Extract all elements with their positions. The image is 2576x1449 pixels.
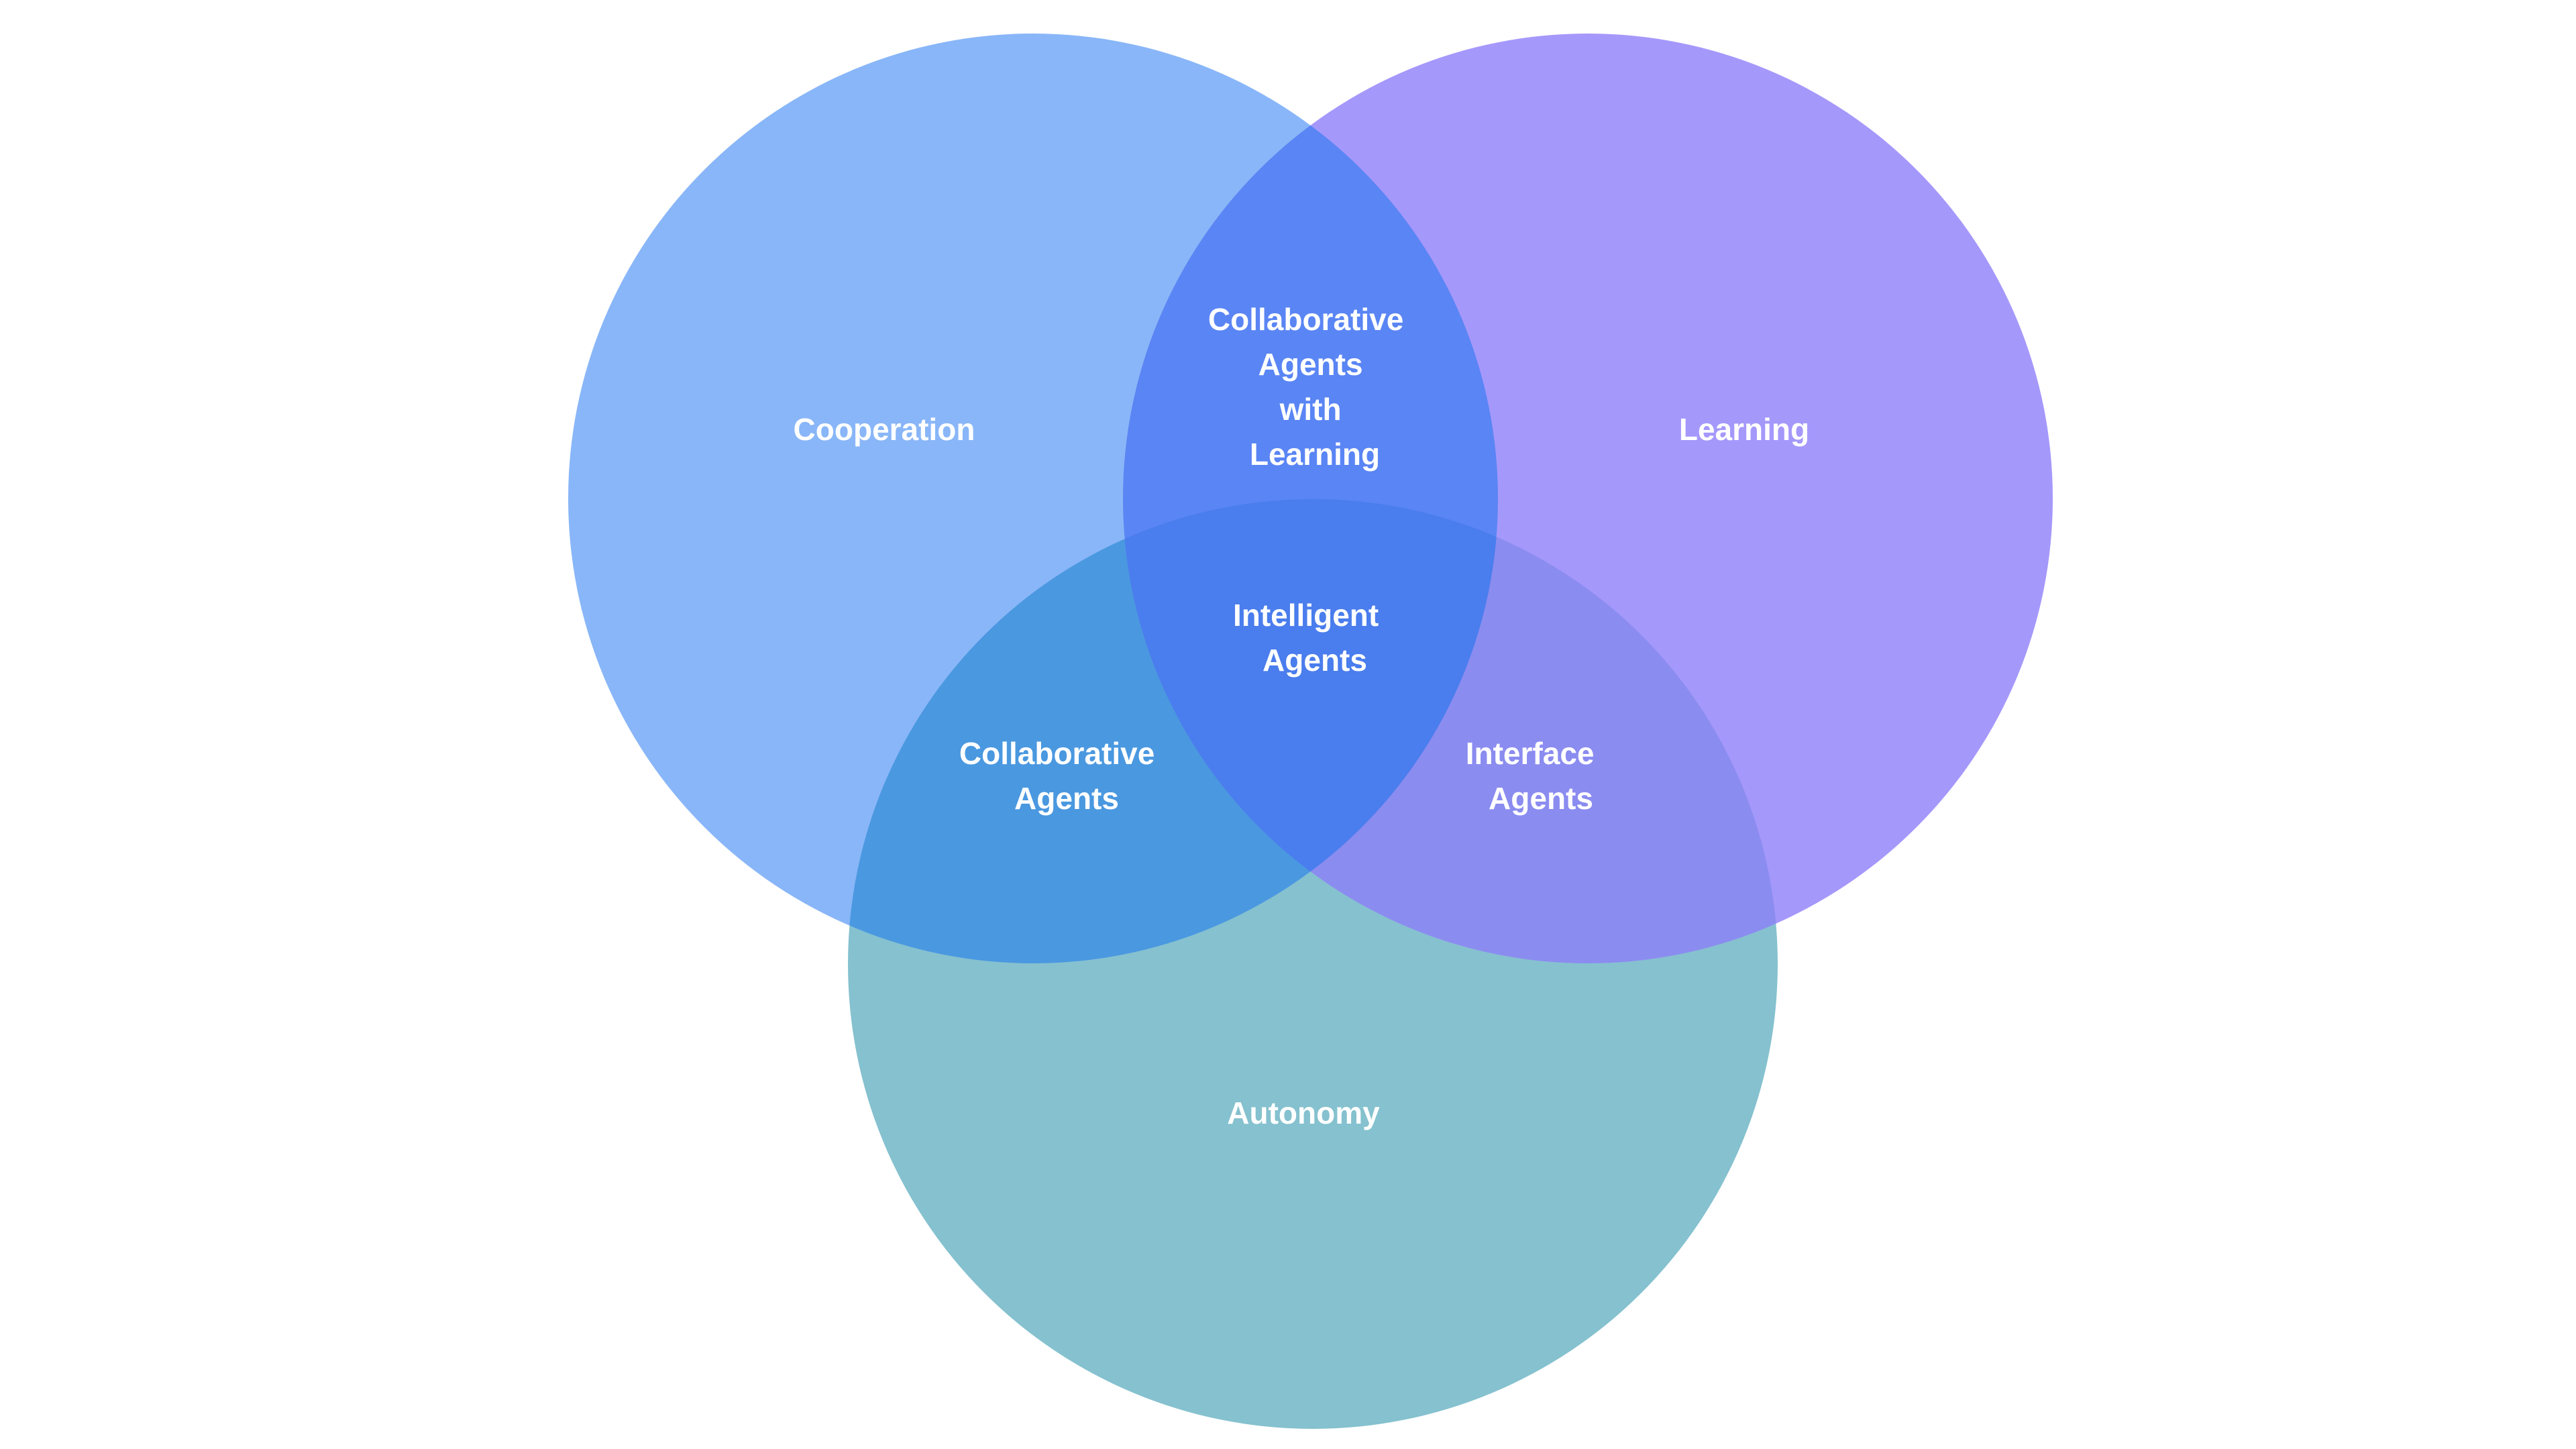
label-autonomy: Autonomy [1227,1095,1380,1130]
label-collaborative-agents-with-learning: Collaborative Agents with Learning [1208,302,1412,472]
label-collaborative-agents: Collaborative Agents [959,736,1163,816]
label-cooperation: Cooperation [794,412,975,447]
label-intelligent-agents: Intelligent Agents [1233,598,1387,678]
overlap-learning-autonomy [1123,499,1778,963]
label-learning: Learning [1679,412,1809,447]
label-interface-agents: Interface Agents [1466,736,1603,816]
overlap-cooperation-autonomy [848,499,1498,963]
